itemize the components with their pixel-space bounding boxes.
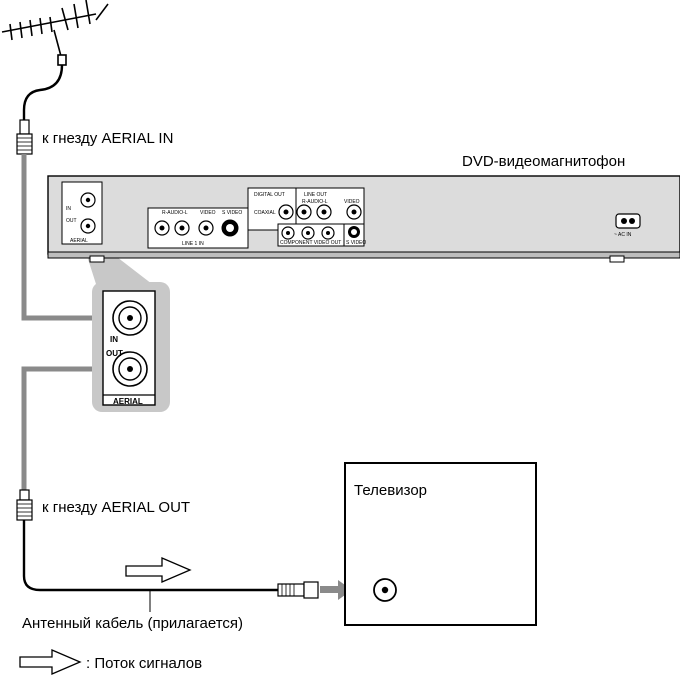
dvd-recorder-panel: IN OUT AERIAL R-AUDIO-L VIDEO S VIDEO LI… — [47, 175, 680, 263]
panel-in-label: IN — [66, 206, 71, 212]
aerial-in-plug-icon — [16, 119, 33, 155]
tv-box — [344, 462, 537, 626]
label-tv: Телевизор — [354, 482, 428, 499]
line-out-video-label: VIDEO — [344, 199, 360, 205]
line1-audio-label: R-AUDIO-L — [162, 210, 188, 216]
aerial-out-plug-icon — [16, 489, 33, 521]
signal-flow-arrow-icon — [125, 557, 192, 583]
label-cable: Антенный кабель (прилагается) — [22, 615, 244, 632]
label-device-name: DVD-видеомагнитофон — [462, 153, 626, 170]
line1-svideo-label: S VIDEO — [222, 210, 242, 216]
ac-in-label: ~ AC IN — [614, 232, 632, 238]
cable-to-in — [21, 154, 120, 321]
digital-out-label: DIGITAL OUT — [254, 192, 285, 198]
tv-plug-icon — [277, 581, 319, 599]
zoom-in-label: IN — [110, 335, 118, 344]
svideo-out-label: S VIDEO — [346, 240, 366, 246]
coaxial-label: COAXIAL — [254, 210, 276, 216]
zoom-out-label: OUT — [106, 349, 123, 358]
zoom-aerial-label: AERIAL — [113, 397, 143, 406]
label-to-aerial-in: к гнезду AERIAL IN — [42, 130, 174, 147]
line-out-audio-label: R-AUDIO-L — [302, 199, 328, 205]
line-out-label: LINE OUT — [304, 192, 327, 198]
line1-in-label: LINE 1 IN — [182, 241, 204, 247]
component-out-label: COMPONENT VIDEO OUT — [280, 240, 341, 246]
antenna-icon — [1, 0, 109, 66]
antenna-cable-bottom — [22, 520, 278, 592]
legend-arrow-icon — [19, 649, 82, 675]
panel-aerial-label: AERIAL — [70, 238, 88, 244]
label-to-aerial-out: к гнезду AERIAL OUT — [42, 499, 191, 516]
panel-out-label: OUT — [66, 218, 77, 224]
aerial-zoom-panel: IN OUT AERIAL — [92, 282, 170, 412]
antenna-cable-top — [22, 64, 64, 120]
line1-video-label: VIDEO — [200, 210, 216, 216]
cable-from-out — [21, 366, 120, 490]
label-legend: : Поток сигналов — [86, 655, 203, 672]
